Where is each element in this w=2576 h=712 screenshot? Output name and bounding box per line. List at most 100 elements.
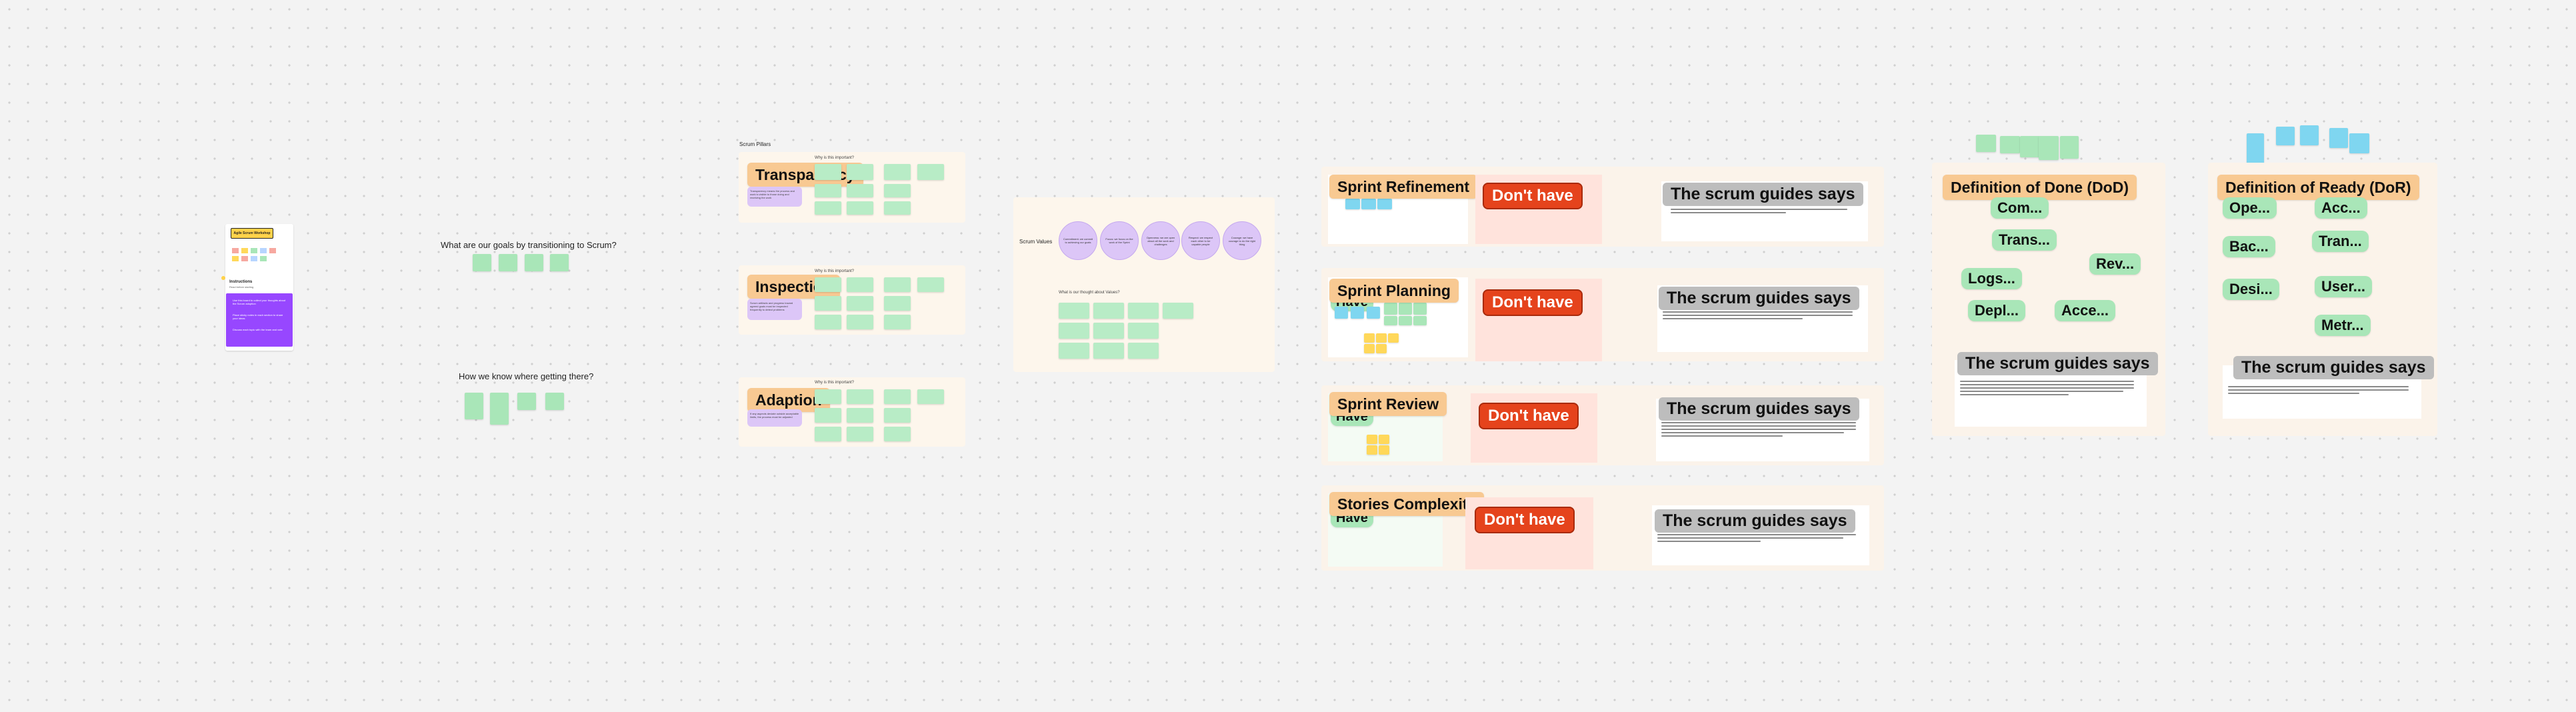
value-circle: Commitment: we commit to achieving our g…	[1059, 221, 1097, 260]
board-title-badge: Agile Scrum Workshop	[231, 228, 273, 239]
sticky-note[interactable]	[1364, 344, 1375, 353]
dor-pill[interactable]: Desi...	[2223, 279, 2279, 300]
sticky-note[interactable]	[2020, 136, 2040, 157]
sticky-note[interactable]	[1059, 343, 1089, 359]
sticky-note[interactable]	[847, 277, 873, 292]
sticky-note[interactable]	[517, 393, 536, 410]
sticky-note[interactable]	[2276, 127, 2295, 145]
sticky-note[interactable]	[1093, 343, 1124, 359]
sticky-note[interactable]	[1377, 199, 1392, 209]
sticky-note[interactable]	[884, 296, 911, 311]
sticky-note[interactable]	[2039, 136, 2059, 160]
sticky-note[interactable]	[1093, 303, 1124, 319]
sticky-note[interactable]	[1379, 435, 1389, 444]
sticky-note[interactable]	[465, 393, 483, 419]
sticky-note[interactable]	[917, 164, 944, 180]
sticky-note[interactable]	[1059, 303, 1089, 319]
sticky-note[interactable]	[847, 296, 873, 311]
sticky-note[interactable]	[1976, 135, 1996, 152]
sticky-note[interactable]	[847, 408, 873, 423]
sticky-note[interactable]	[847, 201, 873, 215]
sticky-note[interactable]	[2060, 136, 2079, 159]
sticky-note[interactable]	[1361, 199, 1376, 209]
dod-pill[interactable]: Logs...	[1961, 268, 2022, 289]
sticky-note[interactable]	[884, 389, 911, 404]
dod-pill[interactable]: Acce...	[2055, 300, 2115, 321]
sticky-note[interactable]	[815, 164, 841, 180]
sticky-note[interactable]	[499, 254, 517, 271]
sticky-note[interactable]	[1376, 333, 1387, 343]
sticky-note[interactable]	[1388, 333, 1399, 343]
dor-pill[interactable]: Ope...	[2223, 197, 2277, 219]
pillar-question: Why is this important?	[815, 156, 855, 160]
sticky-note[interactable]	[815, 389, 841, 404]
dor-pill[interactable]: Tran...	[2312, 231, 2369, 252]
sticky-note[interactable]	[1367, 445, 1377, 455]
sticky-note[interactable]	[1345, 199, 1360, 209]
dor-pill[interactable]: Acc...	[2315, 197, 2367, 219]
sticky-note[interactable]	[1413, 303, 1427, 315]
sticky-note[interactable]	[1367, 307, 1380, 319]
sticky-note[interactable]	[884, 184, 911, 197]
sticky-note[interactable]	[815, 427, 841, 441]
sticky-note[interactable]	[1399, 316, 1412, 325]
sticky-note[interactable]	[847, 315, 873, 329]
sticky-note[interactable]	[1367, 435, 1377, 444]
sticky-note[interactable]	[1128, 343, 1159, 359]
sticky-note[interactable]	[2349, 133, 2369, 153]
sticky-note[interactable]	[2247, 133, 2264, 165]
sticky-note[interactable]	[884, 164, 911, 180]
sticky-note[interactable]	[1335, 307, 1348, 319]
sticky-note[interactable]	[545, 393, 564, 410]
dont-have-label: Don't have	[1479, 403, 1579, 429]
sticky-note[interactable]	[815, 315, 841, 329]
sticky-note[interactable]	[2329, 128, 2348, 148]
sticky-note[interactable]	[847, 427, 873, 441]
sticky-note[interactable]	[815, 201, 841, 215]
sticky-note[interactable]	[815, 277, 841, 292]
sticky-note[interactable]	[847, 389, 873, 404]
sticky-note[interactable]	[490, 393, 509, 425]
sticky-note[interactable]	[1364, 333, 1375, 343]
sticky-note[interactable]	[1128, 323, 1159, 339]
sticky-note[interactable]	[550, 254, 569, 271]
dod-pill[interactable]: Com...	[1991, 197, 2049, 219]
sticky-note[interactable]	[1384, 303, 1397, 315]
sticky-note[interactable]	[1163, 303, 1193, 319]
sticky-note[interactable]	[884, 427, 911, 441]
sticky-note[interactable]	[2000, 136, 2020, 153]
sticky-note[interactable]	[884, 408, 911, 423]
dont-have-label: Don't have	[1475, 507, 1575, 533]
sticky-note[interactable]	[1351, 307, 1364, 319]
dod-pill[interactable]: Trans...	[1992, 229, 2057, 251]
sticky-note[interactable]	[1384, 316, 1397, 325]
sticky-note[interactable]	[1093, 323, 1124, 339]
sticky-note[interactable]	[1059, 323, 1089, 339]
dod-pill[interactable]: Depl...	[1968, 300, 2026, 321]
dod-pill[interactable]: Rev...	[2089, 253, 2141, 275]
sticky-note[interactable]	[884, 315, 911, 329]
sticky-note[interactable]	[473, 254, 491, 271]
sticky-note[interactable]	[847, 164, 873, 180]
sticky-note[interactable]	[1413, 316, 1427, 325]
sticky-note[interactable]	[815, 296, 841, 311]
sticky-note[interactable]	[1128, 303, 1159, 319]
sticky-note[interactable]	[847, 184, 873, 197]
sticky-note[interactable]	[917, 277, 944, 292]
dor-pill[interactable]: Bac...	[2223, 236, 2275, 257]
dor-pill[interactable]: User...	[2315, 276, 2373, 297]
sticky-note[interactable]	[815, 184, 841, 197]
sticky-note[interactable]	[1379, 445, 1389, 455]
dor-pill[interactable]: Metr...	[2315, 315, 2371, 336]
sticky-note[interactable]	[917, 389, 944, 404]
sticky-note[interactable]	[1399, 303, 1412, 315]
sticky-note[interactable]	[1376, 344, 1387, 353]
sticky-note[interactable]	[884, 201, 911, 215]
values-question: What is our thought about Values?	[1059, 291, 1120, 295]
sticky-note[interactable]	[815, 408, 841, 423]
sticky-note[interactable]	[884, 277, 911, 292]
intro-card[interactable]: Agile Scrum Workshop Instructions Read b…	[225, 224, 293, 351]
sticky-note[interactable]	[2300, 125, 2319, 145]
event-label-refinement: Sprint Refinement	[1329, 175, 1478, 199]
sticky-note[interactable]	[525, 254, 543, 271]
